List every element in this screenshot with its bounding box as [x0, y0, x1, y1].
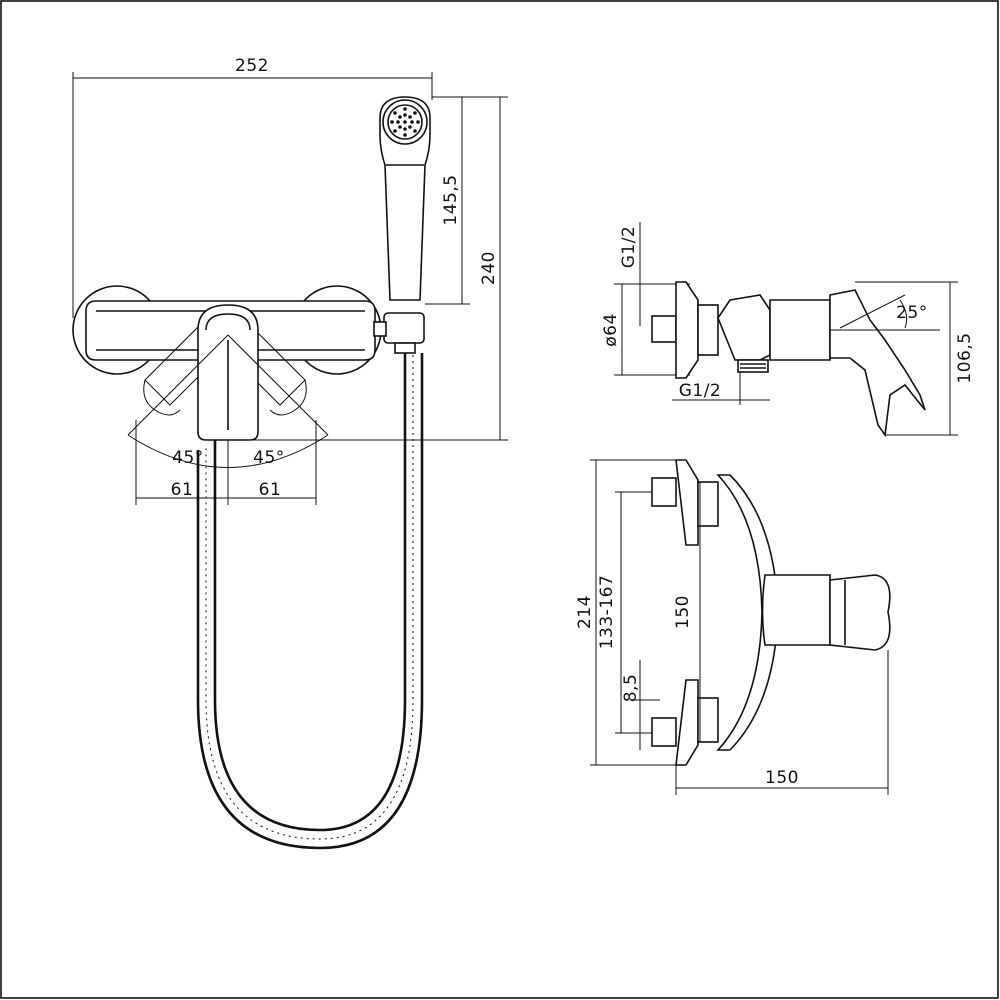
rotation-angle-dimension: 45° 45° 61 61 [127, 334, 329, 505]
label-center-distance: 150 [673, 595, 693, 629]
label-depth: 150 [765, 768, 799, 788]
label-overall-width: 252 [235, 56, 269, 76]
label-side-height: 106,5 [955, 332, 975, 383]
label-handshower-length: 145,5 [441, 174, 461, 225]
dimension-eccentric-offset: 8,5 [621, 660, 660, 750]
dimension-overall-length: 214 [575, 459, 680, 766]
hand-shower [373, 96, 431, 354]
label-angle-right: 45° [253, 448, 285, 468]
label-lever-angle: 25° [896, 303, 928, 323]
label-angle-left: 45° [172, 448, 204, 468]
label-overall-length: 214 [575, 595, 595, 629]
label-overall-height: 240 [479, 251, 499, 285]
label-thread-bottom: G1/2 [679, 381, 722, 401]
side-body: 25° [651, 281, 940, 438]
label-center-range: 133-167 [597, 575, 617, 650]
top-view: 214 133-167 8,5 150 [575, 459, 891, 795]
label-thread-top: G1/2 [619, 226, 639, 269]
dimension-center-range: 133-167 [597, 491, 660, 734]
label-offset-left: 61 [171, 480, 194, 500]
dimension-overall-width: 252 [72, 56, 433, 318]
mixer-body [72, 285, 382, 441]
label-flange-diameter: ø64 [601, 313, 621, 347]
dimension-depth: 150 [675, 650, 889, 795]
front-view: 252 145,5 240 [72, 56, 508, 850]
dimension-heights: 145,5 240 [250, 96, 508, 441]
side-view: G1/2 ø64 25° G1/2 [601, 222, 975, 438]
dimension-thread-bottom: G1/2 [672, 372, 770, 405]
label-eccentric-offset: 8,5 [621, 674, 641, 703]
dimension-side-height: 106,5 [855, 281, 975, 436]
label-offset-right: 61 [259, 480, 282, 500]
shower-hose [196, 353, 424, 850]
top-body [651, 459, 891, 766]
dimension-thread-top: G1/2 [619, 222, 641, 326]
spray-holes [390, 107, 420, 137]
dimension-center-distance: 150 [673, 482, 701, 742]
